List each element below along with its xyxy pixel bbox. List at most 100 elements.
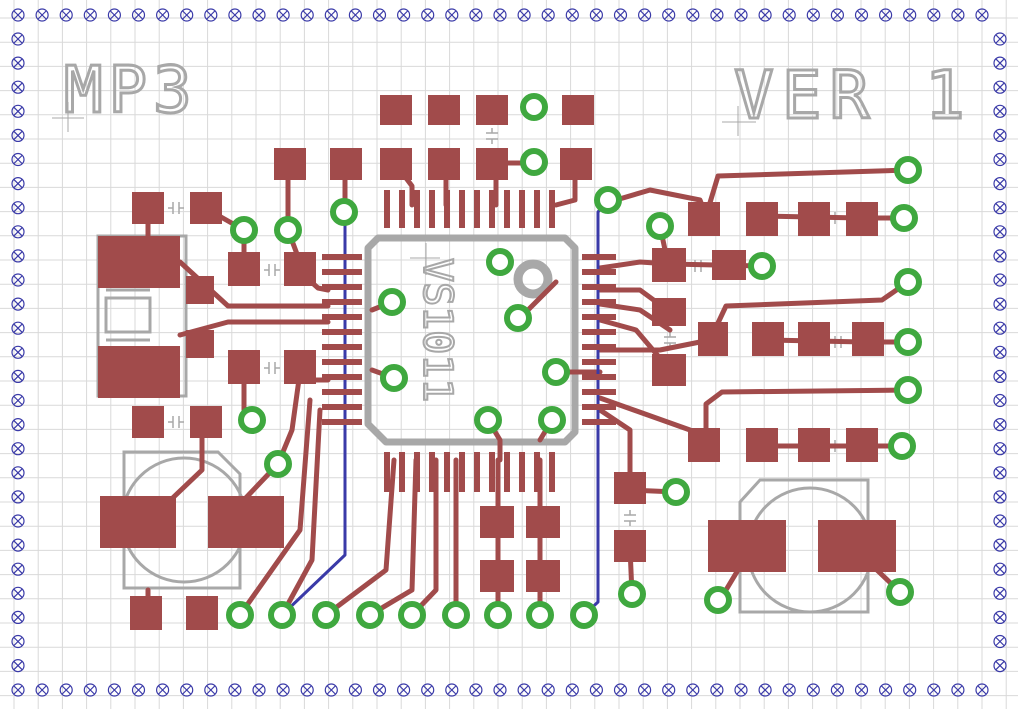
drill-hole-icon [854,683,869,697]
drill-hole-icon [11,514,25,528]
drill-hole-icon [11,345,25,359]
drill-hole-icon [228,8,242,22]
smd-pad [752,322,784,356]
smd-pad [480,560,514,592]
drill-hole-icon [662,8,676,22]
smd-pad [228,252,260,286]
chip-pin-left [322,374,362,380]
drill-hole-icon [11,225,25,239]
smd-pad [186,596,218,630]
via [538,406,566,434]
drill-hole-icon [993,514,1007,528]
chip-pin-left [322,269,362,275]
chip-pin-top [489,190,495,228]
drill-hole-icon [156,8,170,22]
chip-pin-left [322,404,362,410]
drill-hole-icon [993,249,1007,263]
drill-hole-icon [131,8,146,22]
drill-hole-icon [993,273,1007,287]
smd-pad [746,202,778,236]
drill-hole-icon [993,562,1007,576]
drill-hole-icon [686,8,700,22]
chip-pin-top [429,190,435,228]
chip-pin-bottom [474,452,480,492]
via [520,93,548,121]
chip-pin-bottom [504,452,510,492]
chip-pin-right [582,374,616,380]
drill-hole-icon [854,8,869,22]
chip-pin-right [582,359,616,365]
drill-hole-icon [11,56,25,70]
origin-cross-icon [52,102,756,275]
drill-hole-icon [11,683,25,697]
chip-outline [364,234,579,446]
capacitor-symbol-icon [168,416,184,428]
drill-hole-icon [993,225,1007,239]
smd-pad [652,354,686,386]
drill-hole-icon [782,8,796,22]
drill-hole-icon [107,8,122,22]
drill-hole-icon [993,297,1007,311]
drill-hole-icon [686,683,700,697]
via [662,478,690,506]
drill-hole-icon [324,8,338,22]
drill-hole-icon [11,490,25,504]
drill-hole-icon [993,634,1007,649]
chip-pin-top [504,190,510,228]
drill-hole-icon [993,586,1007,600]
drill-hole-icon [11,297,25,311]
chip-pin-right [582,284,616,290]
drill-hole-icon [156,683,170,697]
board-outline-holes [11,8,1007,697]
drill-hole-icon [445,8,459,22]
chip-pin-top [444,190,450,228]
smd-pad [380,95,412,125]
via [520,148,548,176]
drill-hole-icon [421,683,435,697]
drill-hole-icon [878,683,893,697]
via [268,601,296,629]
smd-pad [190,192,222,224]
drill-hole-icon [903,683,917,697]
drill-hole-icon [228,683,242,697]
capacitor-symbol-icon [264,362,280,374]
smd-pad [428,95,460,125]
capacitor-symbol-icon [624,510,636,526]
drill-hole-icon [59,8,73,22]
drill-hole-icon [11,634,25,649]
drill-hole-icon [782,683,796,697]
drill-hole-icon [993,152,1007,167]
via [274,216,302,244]
capacitor-symbol-icon [264,264,280,276]
chip-pin-right [582,269,616,275]
drill-hole-icon [348,8,362,22]
chip-pin-bottom [384,452,390,492]
chip-pin-right [582,419,616,425]
via [894,376,922,404]
drill-hole-icon [11,273,25,287]
via [618,580,646,608]
drill-hole-icon [710,683,724,697]
drill-hole-icon [276,8,290,22]
drill-hole-icon [613,8,628,22]
via [894,328,922,356]
drill-hole-icon [11,201,25,215]
drill-hole-icon [11,80,25,94]
drill-hole-icon [11,538,25,552]
chip-pin-top [414,190,420,228]
drill-hole-icon [11,586,25,600]
chip-pin-bottom [399,452,405,492]
drill-hole-icon [11,393,25,408]
drill-hole-icon [11,442,25,456]
drill-hole-icon [204,8,218,22]
drill-hole-icon [993,658,1007,673]
drill-hole-icon [806,8,820,22]
smd-pad [846,428,878,462]
drill-hole-icon [662,683,676,697]
smd-pad [284,252,316,286]
via [484,601,512,629]
via [442,601,470,629]
drill-hole-icon [830,683,845,697]
drill-hole-icon [951,683,965,697]
smd-pad [480,506,514,538]
